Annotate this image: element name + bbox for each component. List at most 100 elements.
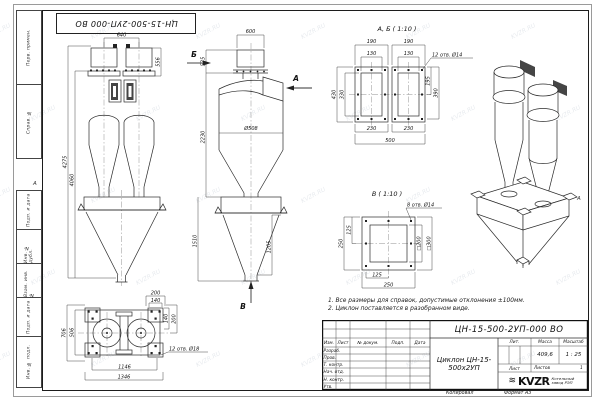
row-tkontr: Т. контр. — [323, 362, 344, 368]
ab-dim-230a: 230 — [367, 126, 377, 132]
inverted-designation-text: ЦН-15-500-2УП-000 ВО — [74, 19, 178, 28]
row-nachotd: Нач. отд. — [323, 369, 345, 375]
margin-field: Перв. примен. — [16, 10, 42, 85]
view-ab: А, Б ( 1:10 ) 12 отв. Ø14 190 — [332, 25, 473, 145]
margin-fields-top: Перв. примен. Справ. № — [16, 10, 42, 160]
front-dimensions: 640 4275 4060 556 — [63, 33, 162, 279]
logo-cell: ≋ KVZR Котельный завод РЭП — [498, 372, 588, 390]
note-2: 2. Циклон поставляется в разобранном вид… — [328, 306, 470, 312]
designation: ЦН-15-500-2УП-000 ВО — [454, 324, 564, 335]
v-holes-callout: 8 отв. Ø14 — [405, 202, 442, 221]
row-utv: Утв. — [323, 384, 333, 390]
front-view: 640 4275 4060 556 — [63, 33, 167, 286]
ab-dimensions: 190 190 130 130 430 330 195 390 230 230 … — [332, 39, 440, 145]
col-izm: Изм. — [323, 340, 335, 346]
plan-holes-callout: 12 отв. Ø18 — [160, 346, 208, 356]
plan-bolts — [87, 310, 161, 355]
mass-label: Масса — [538, 340, 552, 345]
margin-field: Справ. № — [16, 84, 42, 159]
sheet-outer-border — [13, 4, 592, 397]
v-outline — [361, 216, 416, 271]
drawing-frame — [42, 10, 589, 391]
front-centerlines — [103, 42, 140, 286]
plan-holes-label: 12 отв. Ø18 — [169, 346, 199, 353]
iso-hopper — [470, 176, 578, 268]
v-dimensions: 250 125 125 250 □200 □300 — [339, 216, 433, 289]
iso-view — [470, 60, 578, 268]
watermark-text: KVZR.RU — [0, 22, 12, 41]
plan-dim-1146: 1146 — [118, 365, 131, 371]
dim-640: 640 — [117, 33, 127, 39]
margin-field: Инв. № подл. — [16, 336, 42, 388]
plan-outline — [84, 307, 164, 358]
v-dim-sq200: □200 — [417, 236, 423, 250]
col-podp: Подп. — [391, 340, 405, 346]
logo-text: KVZR — [518, 374, 550, 388]
margin-fields-bottom: Подп. и дата Инв. № дубл. Взам. инв. № П… — [16, 190, 42, 390]
plan-dim-200t: 200 — [151, 291, 161, 297]
zone-letter-right: А — [577, 196, 581, 202]
plan-dim-506: 506 — [70, 328, 76, 338]
ab-bolts — [357, 69, 423, 120]
plan-dimensions: 200 140 140 200 706 506 1146 1346 — [62, 291, 178, 381]
plan-dim-200r: 200 — [172, 314, 178, 324]
zone-letter-left: А — [33, 181, 37, 187]
iso-right-cyclone — [526, 80, 567, 204]
ab-centerlines — [349, 62, 431, 128]
plan-dim-140t: 140 — [151, 298, 161, 304]
note-1: 1. Все размеры для справок, допустимые о… — [328, 298, 525, 304]
view-arrow-a: А — [286, 74, 312, 91]
v-bolts — [365, 220, 412, 267]
ab-dim-430: 430 — [332, 90, 338, 100]
v-dim-125l: 125 — [347, 225, 353, 235]
plan-dim-140r: 140 — [164, 314, 170, 324]
margin-field: Подп. и дата — [16, 297, 42, 337]
margin-field: Подп. и дата — [16, 190, 42, 230]
plan-dim-1346: 1346 — [118, 375, 131, 381]
v-dim-250b: 250 — [384, 283, 394, 289]
col-dokum: № докум. — [357, 340, 379, 346]
side-view: 600 535 2230 1510 1205 Ø508 Б А В — [187, 29, 312, 311]
watermark-text: KVZR.RU — [0, 350, 12, 369]
col-data: Дата — [414, 340, 426, 346]
scale-value: 1 : 25 — [565, 352, 582, 358]
v-dim-250l: 250 — [339, 239, 345, 249]
ab-dim-130b: 130 — [404, 51, 414, 57]
logo-waves-icon: ≋ — [508, 376, 517, 386]
margin-field: Взам. инв. № — [16, 263, 42, 298]
ab-dim-230b: 230 — [404, 126, 414, 132]
dim-1205: 1205 — [267, 241, 273, 254]
ab-dim-130a: 130 — [367, 51, 377, 57]
ab-dim-390: 390 — [434, 88, 440, 98]
col-list: Лист — [337, 340, 349, 346]
lit-label: Лит. — [509, 340, 520, 345]
ab-dim-190b: 190 — [404, 39, 414, 45]
copied-label: Копировал — [446, 391, 474, 396]
scale-label: Масштаб — [563, 340, 584, 345]
v-holes-label: 8 отв. Ø14 — [407, 202, 434, 209]
flange-bolts — [90, 69, 151, 72]
title-block: ЦН-15-500-2УП-000 ВО Изм. Лист № докум. … — [322, 320, 588, 391]
view-ab-title: А, Б ( 1:10 ) — [377, 25, 417, 33]
ab-outline — [354, 66, 426, 123]
plan-dim-706: 706 — [62, 328, 68, 338]
ab-holes-callout: 12 отв. Ø14 — [421, 52, 473, 71]
drawing-name: Циклон ЦН-15-500х2УП — [436, 356, 492, 372]
format-label: Формат А3 — [504, 391, 532, 396]
view-v: В ( 1:10 ) 8 отв. Ø14 250 125 125 250 — [339, 190, 442, 289]
ab-holes-label: 12 отв. Ø14 — [432, 52, 462, 59]
ab-dim-190a: 190 — [367, 39, 377, 45]
mass-value: 409,6 — [537, 352, 553, 358]
ab-dim-500: 500 — [385, 138, 395, 144]
plan-view: 12 отв. Ø18 200 140 140 200 706 506 1146… — [62, 291, 208, 381]
iso-left-cyclone — [492, 60, 535, 194]
ab-dim-330: 330 — [340, 90, 346, 100]
dim-2230: 2230 — [201, 131, 207, 144]
row-razrab: Разраб. — [323, 348, 341, 354]
dim-1510: 1510 — [193, 235, 199, 248]
sheet-label: Лист — [509, 366, 520, 372]
arrow-v-label: В — [240, 302, 246, 311]
company-name: Котельный завод РЭП — [551, 375, 575, 385]
title-block-grid — [322, 320, 588, 391]
